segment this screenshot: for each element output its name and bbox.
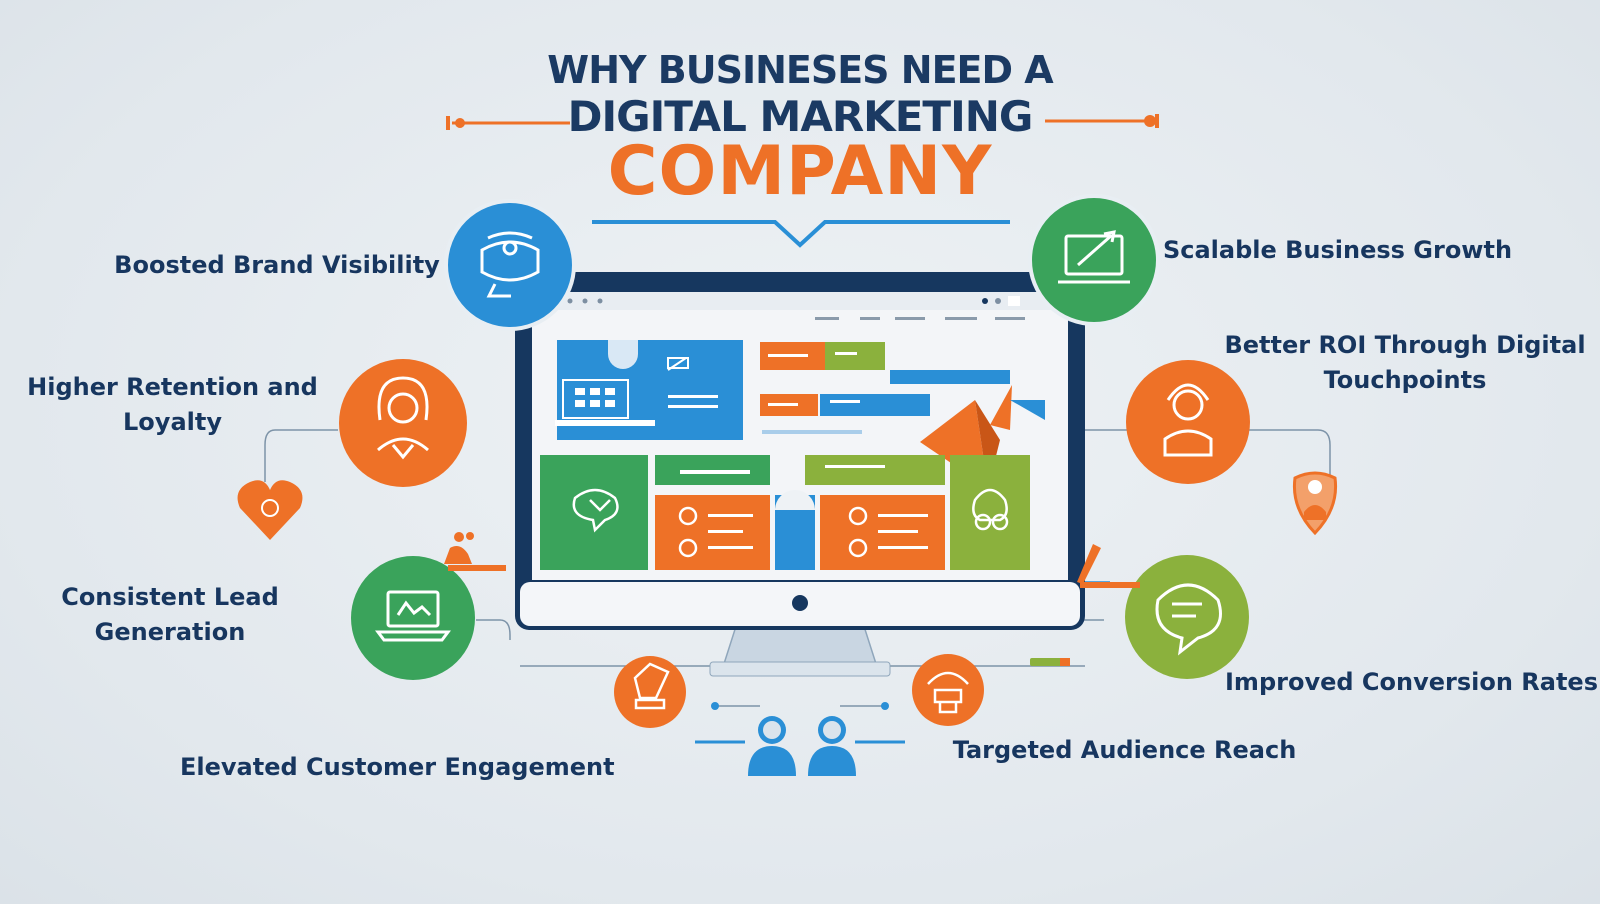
benefit-audience: Targeted Audience Reach [952, 733, 1297, 768]
shield-avatar-icon [1292, 471, 1338, 536]
presenter-icon [444, 532, 506, 571]
laptop-icon [351, 556, 475, 680]
woman-heart-icon [339, 359, 467, 487]
growth-laptop-icon [1028, 194, 1160, 326]
title-decor-left [446, 116, 570, 130]
benefit-engagement: Elevated Customer Engagement [180, 750, 615, 785]
title-line-1: WHY BUSINESES NEED A [547, 48, 1053, 92]
benefit-brand-visibility-text: Boosted Brand Visibility [114, 251, 440, 279]
benefit-conversion: Improved Conversion Rates [1225, 665, 1598, 700]
megaphone-icon [444, 199, 576, 331]
benefit-retention-line2: Loyalty [123, 408, 222, 436]
title-line-3: COMPANY [607, 132, 993, 211]
benefit-lead-line2: Generation [94, 618, 246, 646]
benefit-retention-line1: Higher Retention and [27, 373, 318, 401]
title-underline [592, 220, 1010, 248]
advisor-icon [1126, 360, 1250, 484]
benefit-lead-generation: Consistent Lead Generation [40, 580, 300, 650]
benefit-engagement-text: Elevated Customer Engagement [180, 753, 615, 781]
rocket-icon [614, 656, 686, 728]
benefit-lead-line1: Consistent Lead [61, 583, 279, 611]
title-decor-right [1045, 114, 1159, 128]
benefit-growth-text: Scalable Business Growth [1162, 236, 1513, 264]
pencil-icon [1030, 544, 1140, 666]
benefit-growth: Scalable Business Growth [1160, 233, 1515, 268]
benefit-conversion-text: Improved Conversion Rates [1225, 668, 1598, 696]
benefit-audience-text: Targeted Audience Reach [952, 736, 1297, 764]
benefit-brand-visibility: Boosted Brand Visibility [112, 248, 442, 283]
team-icon [748, 716, 856, 776]
heart-icon [237, 480, 303, 540]
benefit-roi-line2: Touchpoints [1323, 366, 1487, 394]
monitor [515, 272, 1085, 677]
benefit-roi-line1: Better ROI Through Digital [1224, 331, 1586, 359]
title-line-2: DIGITAL MARKETING [567, 92, 1034, 141]
chat-bubble-icon [1125, 555, 1249, 679]
target-icon [912, 654, 984, 726]
benefit-retention: Higher Retention and Loyalty [20, 370, 325, 440]
benefit-roi: Better ROI Through Digital Touchpoints [1215, 328, 1595, 398]
